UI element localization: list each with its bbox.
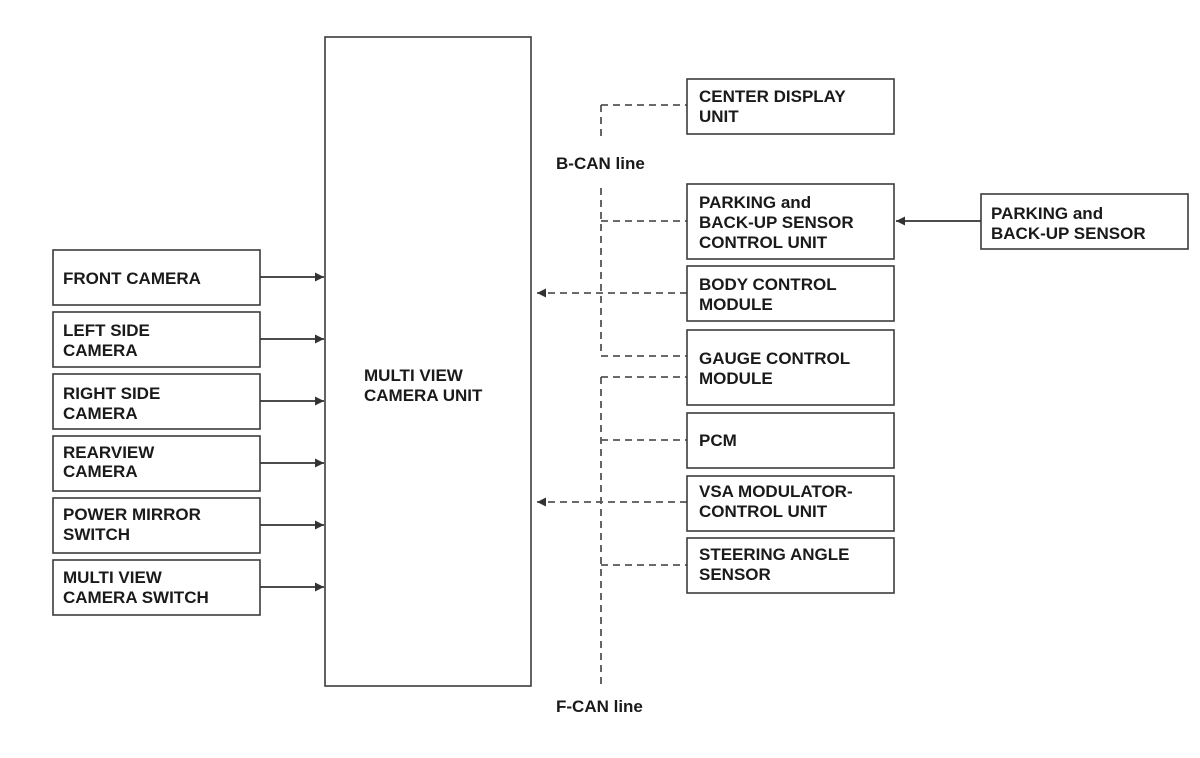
module-steering-angle-sensor: STEERING ANGLE SENSOR <box>686 537 895 594</box>
module-label-line: CENTER DISPLAY <box>699 87 846 106</box>
sensor-label-line-1: PARKING and <box>991 204 1103 223</box>
module-label-line: VSA MODULATOR- <box>699 482 853 501</box>
module-parking-sensor-control-unit: PARKING and BACK-UP SENSOR CONTROL UNIT <box>686 183 895 260</box>
b-can-label: B-CAN line <box>556 154 645 173</box>
input-label-line: LEFT SIDE <box>63 321 150 340</box>
input-label-line: CAMERA <box>63 462 138 481</box>
input-label-line: POWER MIRROR <box>63 505 201 524</box>
input-power-mirror-switch: POWER MIRROR SWITCH <box>52 497 324 554</box>
input-multi-view-camera-switch: MULTI VIEW CAMERA SWITCH <box>52 559 324 616</box>
input-label-line: CAMERA <box>63 341 138 360</box>
module-label-line: SENSOR <box>699 565 771 584</box>
input-right-side-camera: RIGHT SIDE CAMERA <box>52 373 324 430</box>
central-unit-label-line-2: CAMERA UNIT <box>364 386 483 405</box>
input-rearview-camera: REARVIEW CAMERA <box>52 435 324 492</box>
input-label-line: CAMERA SWITCH <box>63 588 209 607</box>
input-label-line: REARVIEW <box>63 443 155 462</box>
multi-view-camera-unit: MULTI VIEW CAMERA UNIT <box>324 36 532 687</box>
module-label-line: BODY CONTROL <box>699 275 837 294</box>
parking-backup-sensor: PARKING and BACK-UP SENSOR <box>896 193 1189 250</box>
module-label-line: CONTROL UNIT <box>699 233 828 252</box>
module-label-line: MODULE <box>699 295 773 314</box>
module-label-line: PARKING and <box>699 193 811 212</box>
input-label-line: FRONT CAMERA <box>63 269 201 288</box>
module-label-line: PCM <box>699 431 737 450</box>
input-left-side-camera: LEFT SIDE CAMERA <box>52 311 324 368</box>
f-can-label: F-CAN line <box>556 697 643 716</box>
input-label-line: RIGHT SIDE <box>63 384 160 403</box>
input-label-line: MULTI VIEW <box>63 568 163 587</box>
sensor-label-line-2: BACK-UP SENSOR <box>991 224 1146 243</box>
module-body-control-module: BODY CONTROL MODULE <box>686 265 895 322</box>
module-label-line: CONTROL UNIT <box>699 502 828 521</box>
b-can-bus: B-CAN line <box>537 104 687 357</box>
module-vsa-modulator-control-unit: VSA MODULATOR- CONTROL UNIT <box>686 475 895 532</box>
f-can-bus: F-CAN line <box>537 376 687 716</box>
module-pcm: PCM <box>686 412 895 469</box>
module-label-line: STEERING ANGLE <box>699 545 850 564</box>
module-center-display-unit: CENTER DISPLAY UNIT <box>686 78 895 135</box>
module-label-line: MODULE <box>699 369 773 388</box>
module-label-line: GAUGE CONTROL <box>699 349 850 368</box>
module-label-line: BACK-UP SENSOR <box>699 213 854 232</box>
input-label-line: CAMERA <box>63 404 138 423</box>
central-unit-label-line-1: MULTI VIEW <box>364 366 464 385</box>
input-front-camera: FRONT CAMERA <box>52 249 324 306</box>
module-gauge-control-module: GAUGE CONTROL MODULE <box>686 329 895 406</box>
input-label-line: SWITCH <box>63 525 130 544</box>
module-label-line: UNIT <box>699 107 739 126</box>
